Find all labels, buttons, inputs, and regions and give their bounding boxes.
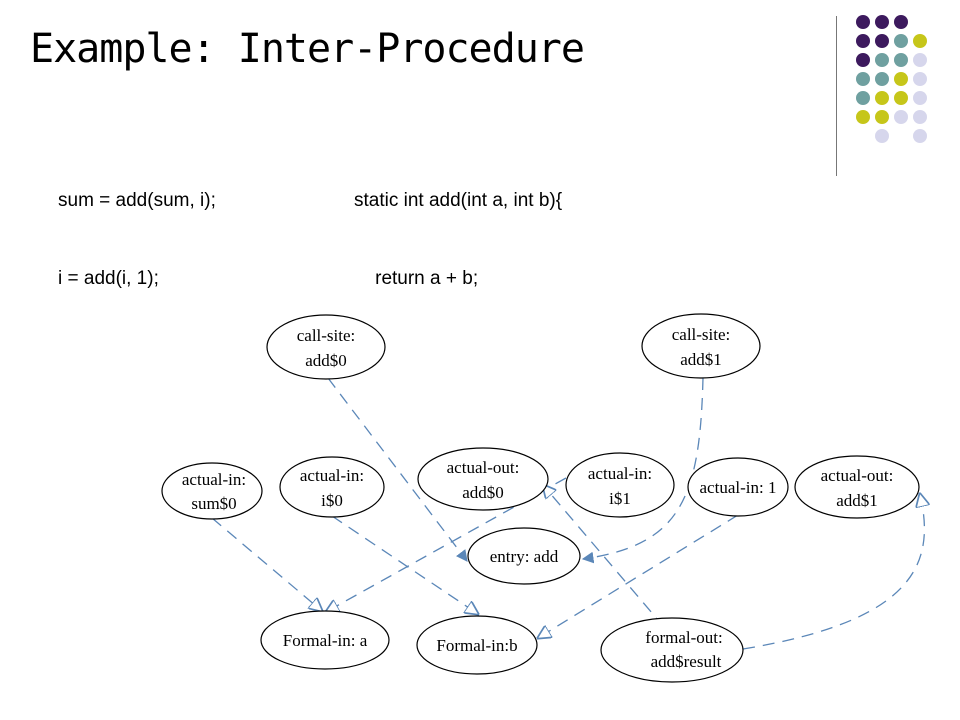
decor-dot — [913, 34, 927, 48]
decor-dot — [856, 34, 870, 48]
decor-dot — [913, 91, 927, 105]
node-entry-add: entry: add — [467, 527, 581, 585]
decor-dot — [875, 34, 889, 48]
decor-dot — [913, 72, 927, 86]
caller-code: sum = add(sum, i); i = add(i, 1); — [58, 136, 216, 318]
decor-dot — [856, 15, 870, 29]
code-line: i = add(i, 1); — [58, 268, 159, 289]
node-label: sum$0 — [191, 494, 236, 513]
node-label: actual-in: — [182, 470, 246, 489]
node-label: entry: add — [490, 547, 559, 566]
edge-formalout-actualout0 — [543, 485, 665, 628]
node-actualin-i0: actual-in: i$0 — [279, 456, 385, 518]
decor-dot — [875, 72, 889, 86]
node-actualin-const1: actual-in: 1 — [687, 457, 789, 517]
node-label: i$0 — [321, 491, 343, 510]
decor-dot — [875, 15, 889, 29]
node-label: call-site: — [297, 326, 356, 345]
node-label: call-site: — [672, 325, 731, 344]
decor-dot — [894, 91, 908, 105]
node-callsite-add0: call-site: add$0 — [266, 314, 386, 380]
decor-dot — [913, 129, 927, 143]
node-label: add$0 — [305, 351, 347, 370]
node-label: add$1 — [836, 491, 878, 510]
slide-title: Example: Inter-Procedure — [30, 26, 585, 72]
decor-dot — [913, 110, 927, 124]
code-line: return a + b; — [354, 268, 479, 289]
decor-dot — [875, 91, 889, 105]
node-actualout-add0: actual-out: add$0 — [417, 447, 549, 511]
decor-dot — [894, 15, 908, 29]
decor-dot — [875, 53, 889, 67]
callee-code: static int add(int a, int b){ return a +… — [354, 136, 562, 396]
decor-dot — [894, 72, 908, 86]
code-line: sum = add(sum, i); — [58, 190, 216, 211]
decor-dot — [875, 110, 889, 124]
node-actualin-i1: actual-in: i$1 — [565, 452, 675, 518]
code-line: static int add(int a, int b){ — [354, 190, 563, 211]
edge-formalout-actualout1 — [742, 494, 924, 650]
decor-dot — [894, 110, 908, 124]
node-label: actual-in: 1 — [700, 478, 777, 497]
decor-divider — [836, 16, 837, 176]
decor-dot — [913, 53, 927, 67]
edge-sum0-formala — [211, 517, 322, 611]
node-actualout-add1: actual-out: add$1 — [794, 455, 920, 519]
node-label: add$1 — [680, 350, 722, 369]
edge-i0-formalb — [331, 515, 478, 614]
decor-dot — [856, 91, 870, 105]
node-label: i$1 — [609, 489, 631, 508]
node-label: add$0 — [462, 483, 504, 502]
node-label: add$result — [651, 652, 722, 671]
node-label: Formal-in:b — [436, 636, 517, 655]
edge-const1-formalb — [538, 514, 739, 638]
node-callsite-add1: call-site: add$1 — [641, 313, 761, 379]
decor-dot — [875, 129, 889, 143]
node-label: Formal-in: a — [283, 631, 368, 650]
decor-dot — [894, 53, 908, 67]
edge-callsite1-entry — [581, 377, 704, 564]
decor-dot — [856, 72, 870, 86]
node-label: formal-out: — [645, 628, 722, 647]
edge-callsite0-entry — [327, 377, 468, 562]
node-label: actual-out: — [821, 466, 894, 485]
node-actualin-sum0: actual-in: sum$0 — [161, 462, 263, 520]
node-label: actual-in: — [588, 464, 652, 483]
node-label: actual-out: — [447, 458, 520, 477]
node-formalout-result: formal-out: add$result — [600, 617, 744, 683]
decor-dot — [856, 110, 870, 124]
node-formalin-b: Formal-in:b — [416, 615, 538, 675]
decor-dot — [856, 53, 870, 67]
node-formalin-a: Formal-in: a — [260, 610, 390, 670]
node-label: actual-in: — [300, 466, 364, 485]
decor-dot — [894, 34, 908, 48]
